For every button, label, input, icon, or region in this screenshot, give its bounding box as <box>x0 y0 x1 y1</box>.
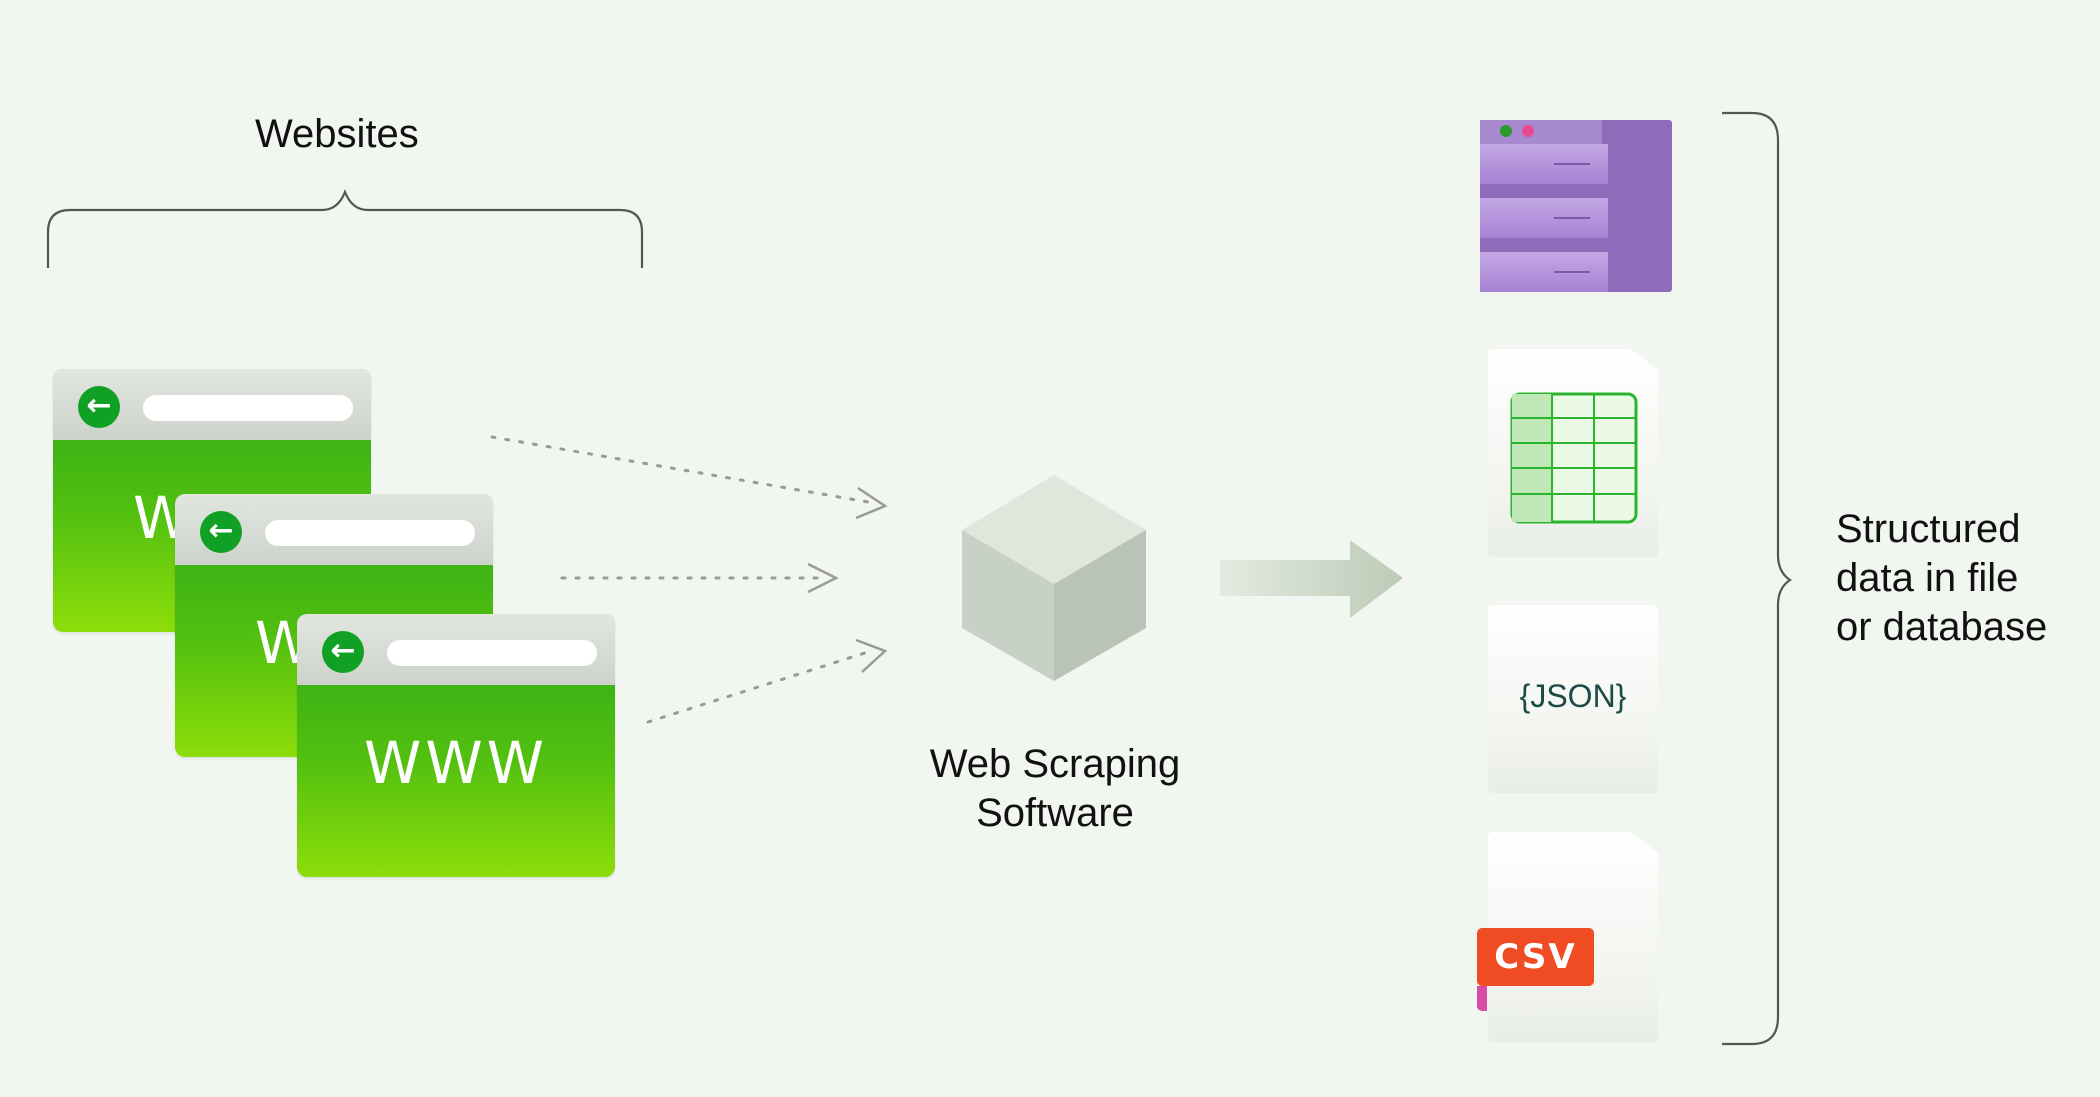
structured-label-line-1: Structured <box>1836 507 2021 551</box>
csv-file-icon: CSV <box>1477 928 1594 986</box>
json-label: {JSON} <box>1519 678 1627 714</box>
arrowhead-bottom <box>855 638 888 673</box>
address-bar <box>265 520 475 546</box>
arrowhead-middle <box>807 562 839 594</box>
structured-data-label: Structured data in file or database <box>1836 505 2047 652</box>
dotted-arrow-bottom <box>646 650 870 724</box>
arrow-left-icon: ← <box>78 386 120 428</box>
arrowhead-top <box>855 486 888 520</box>
browser-window: ← WWW <box>297 614 615 877</box>
websites-label: Websites <box>255 112 419 156</box>
output-brace <box>1722 111 1792 1046</box>
arrow-left-icon: ← <box>200 511 242 553</box>
csv-badge-corner <box>1477 986 1487 1011</box>
software-label-line-1: Web Scraping <box>929 742 1181 786</box>
database-server-icon <box>1480 120 1672 292</box>
address-bar <box>387 640 597 666</box>
browser-www-text: WWW <box>363 729 549 797</box>
cube-icon <box>962 475 1146 681</box>
json-file-icon <box>1488 605 1658 793</box>
arrow-left-icon: ← <box>322 631 364 673</box>
structured-label-line-2: data in file <box>1836 556 2019 600</box>
process-arrow <box>1220 540 1403 618</box>
websites-brace <box>46 188 644 268</box>
software-label-line-2: Software <box>976 791 1134 835</box>
address-bar <box>143 395 353 421</box>
software-label: Web Scraping Software <box>880 740 1230 838</box>
structured-label-line-3: or database <box>1836 605 2048 649</box>
